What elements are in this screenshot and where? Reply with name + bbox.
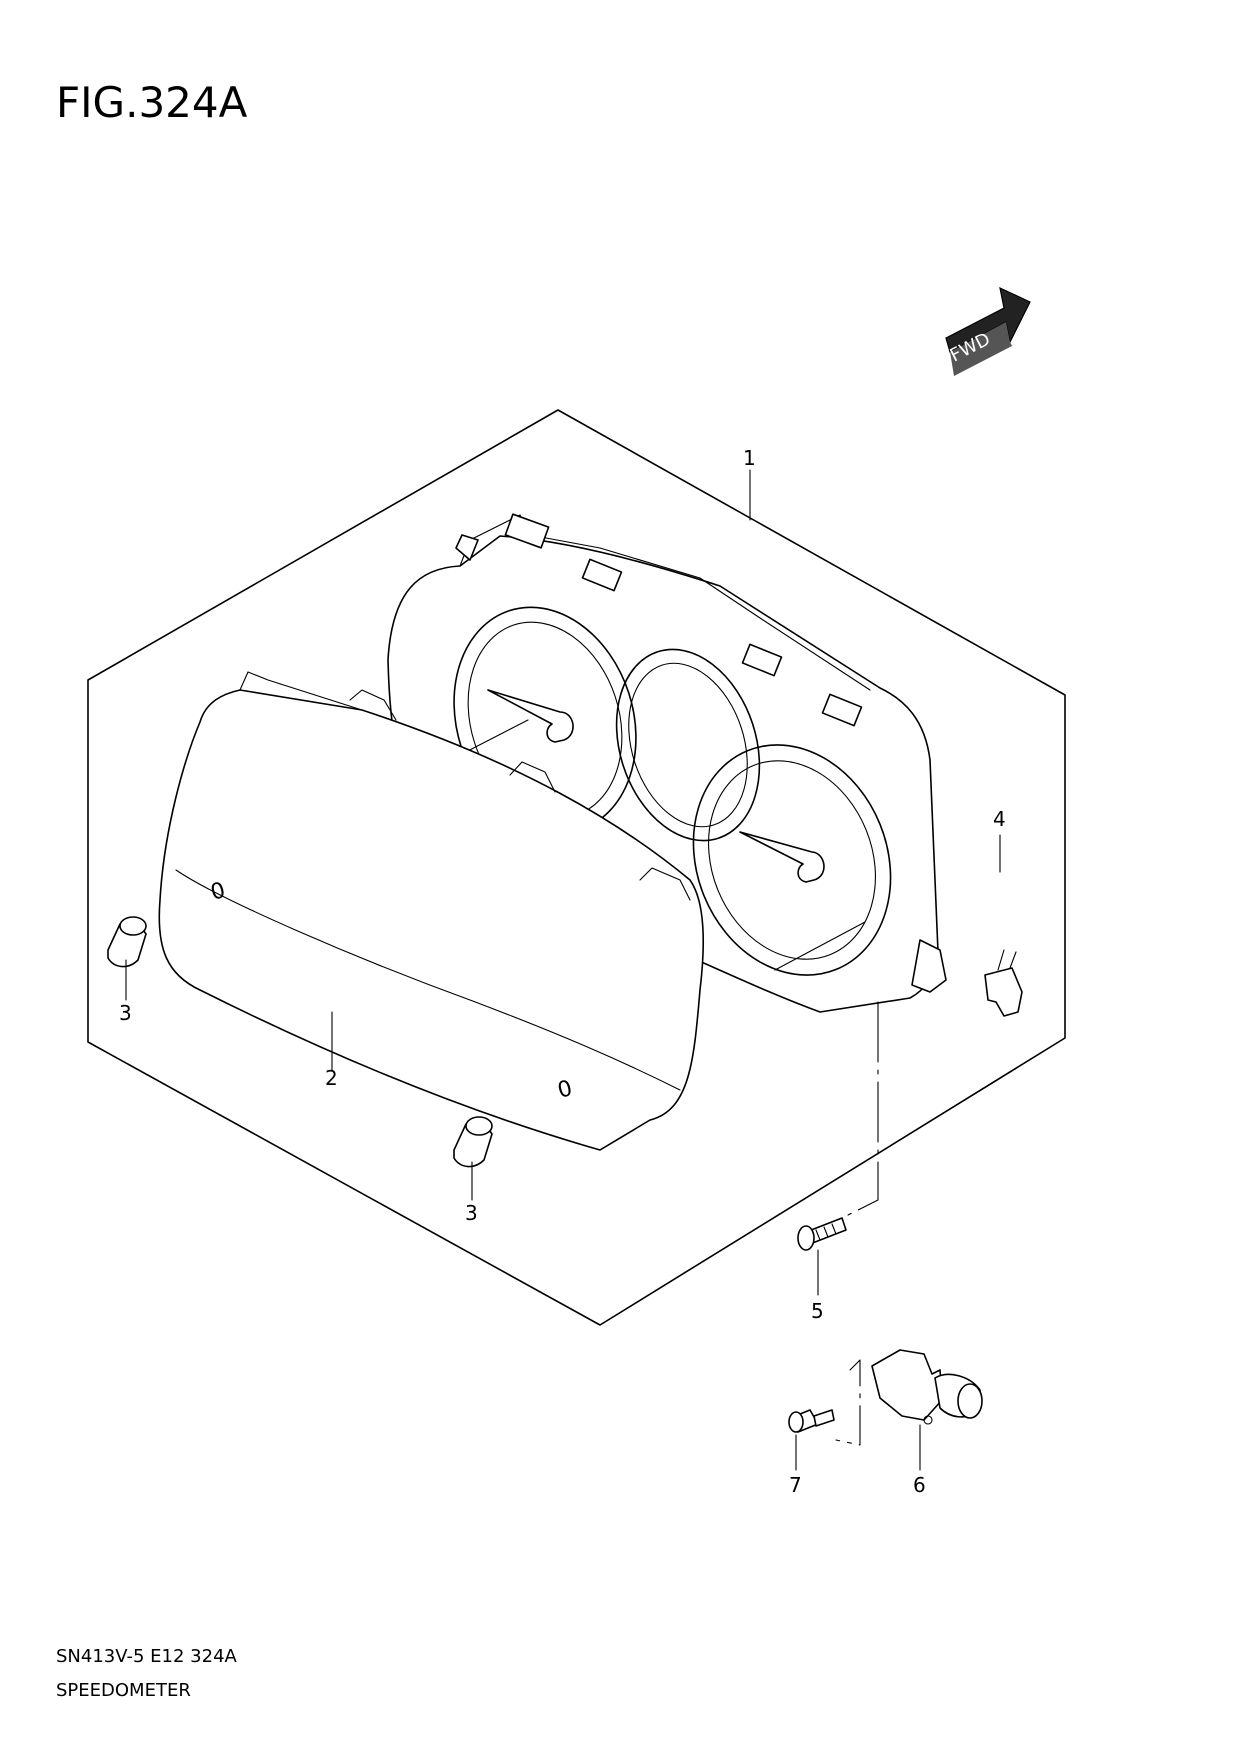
callout-1: 1 — [743, 446, 756, 470]
meter-lens-cover: 0 0 — [158, 671, 704, 1151]
svg-text:0: 0 — [555, 1076, 575, 1104]
rubber-mount-left — [107, 916, 147, 968]
assembly-boundary — [87, 409, 1066, 1326]
screw-part — [797, 1217, 847, 1251]
speed-sensor-part — [871, 1349, 983, 1425]
callout-7: 7 — [789, 1473, 802, 1497]
fwd-direction-badge: FWD — [945, 286, 1031, 376]
callout-3-left: 3 — [119, 1001, 132, 1025]
leader-lines — [125, 469, 1001, 1471]
callout-3-right: 3 — [465, 1201, 478, 1225]
clip-part — [984, 949, 1023, 1017]
callout-4: 4 — [993, 807, 1006, 831]
callout-6: 6 — [913, 1473, 926, 1497]
bolt-part — [788, 1409, 835, 1433]
callout-2: 2 — [325, 1066, 338, 1090]
callout-5: 5 — [811, 1299, 824, 1323]
figure-code: SN413V-5 E12 324A — [56, 1646, 237, 1667]
rubber-mount-right — [453, 1116, 493, 1168]
figure-title: FIG.324A — [56, 78, 248, 127]
svg-text:0: 0 — [208, 878, 228, 906]
figure-name: SPEEDOMETER — [56, 1680, 191, 1701]
